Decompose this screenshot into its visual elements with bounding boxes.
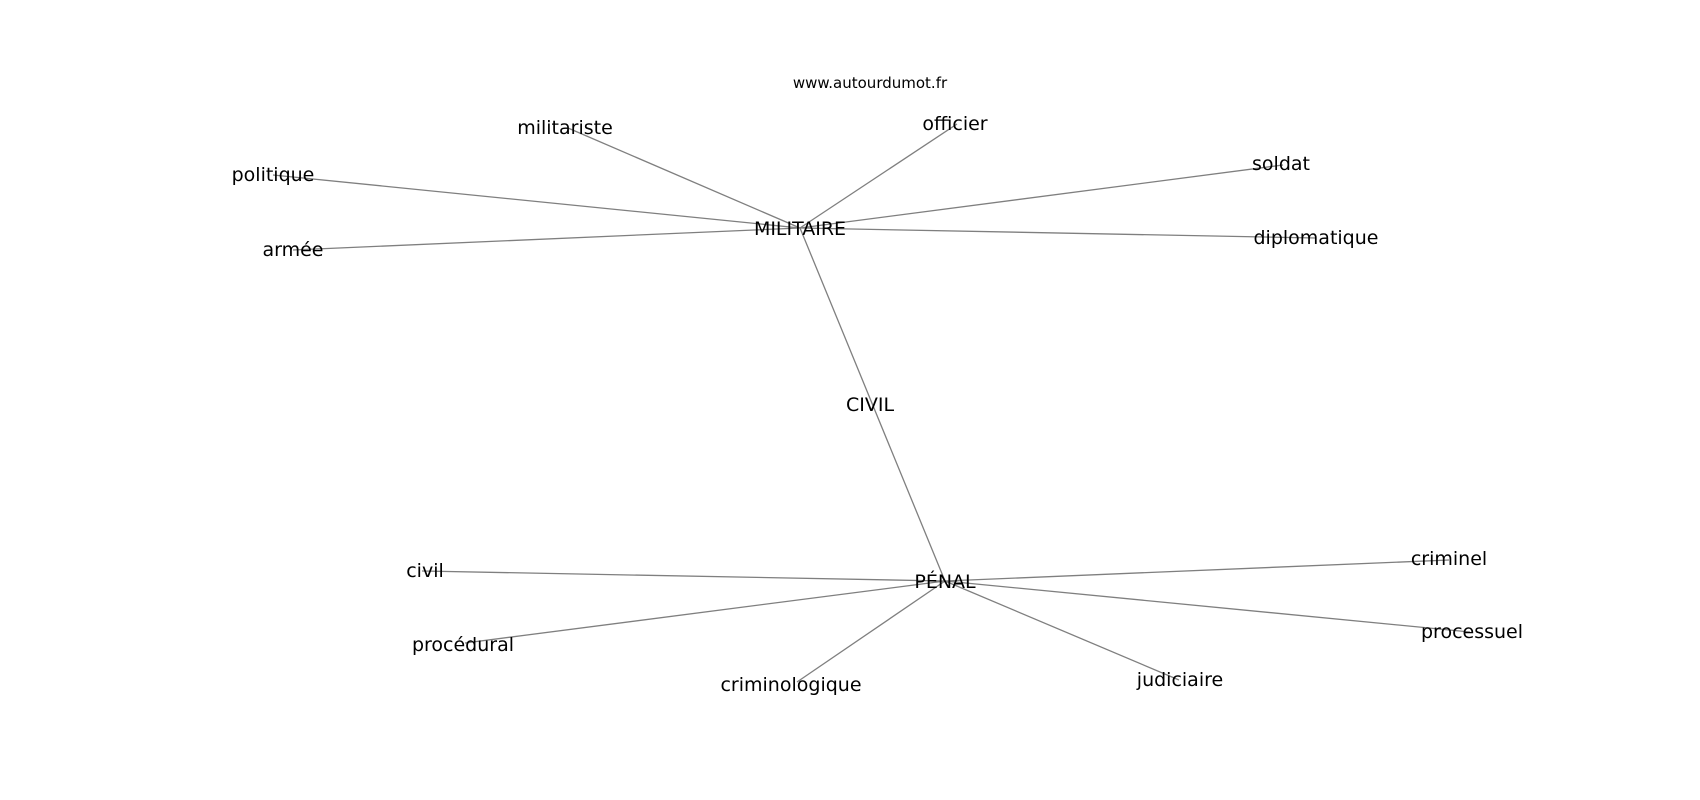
edge-penal-civil — [421, 570, 946, 582]
labels: www.autourdumot.fr CIVIL MILITAIRE PÉNAL… — [232, 74, 1523, 696]
node-militariste: militariste — [517, 117, 613, 139]
node-processuel: processuel — [1421, 621, 1523, 643]
node-soldat: soldat — [1252, 153, 1310, 175]
edge-militaire-militariste — [567, 127, 801, 229]
edge-penal-judiciaire — [944, 580, 1180, 681]
node-civil: civil — [406, 560, 444, 582]
node-diplomatique: diplomatique — [1254, 227, 1379, 249]
edge-penal-criminologique — [796, 580, 946, 683]
node-armee: armée — [262, 239, 323, 261]
node-procedural: procédural — [412, 634, 514, 656]
node-criminologique: criminologique — [720, 674, 861, 696]
edge-militaire-soldat — [799, 164, 1284, 229]
edge-militaire-penal — [799, 227, 946, 582]
edge-militaire-armee — [292, 227, 801, 251]
edge-militaire-officier — [799, 123, 958, 229]
node-judiciaire: judiciaire — [1136, 669, 1223, 691]
node-politique: politique — [232, 164, 315, 186]
edge-penal-processuel — [944, 580, 1471, 633]
node-criminel: criminel — [1411, 548, 1487, 570]
node-militaire: MILITAIRE — [754, 218, 846, 240]
edge-penal-procedural — [464, 580, 946, 644]
edge-penal-criminel — [944, 559, 1450, 582]
node-penal: PÉNAL — [914, 570, 976, 593]
edges — [272, 123, 1471, 683]
site-url: www.autourdumot.fr — [793, 74, 948, 92]
edge-militaire-politique — [272, 174, 801, 229]
node-officier: officier — [922, 113, 987, 135]
node-civil-center: CIVIL — [846, 394, 894, 416]
edge-militaire-diplomatique — [799, 227, 1317, 239]
